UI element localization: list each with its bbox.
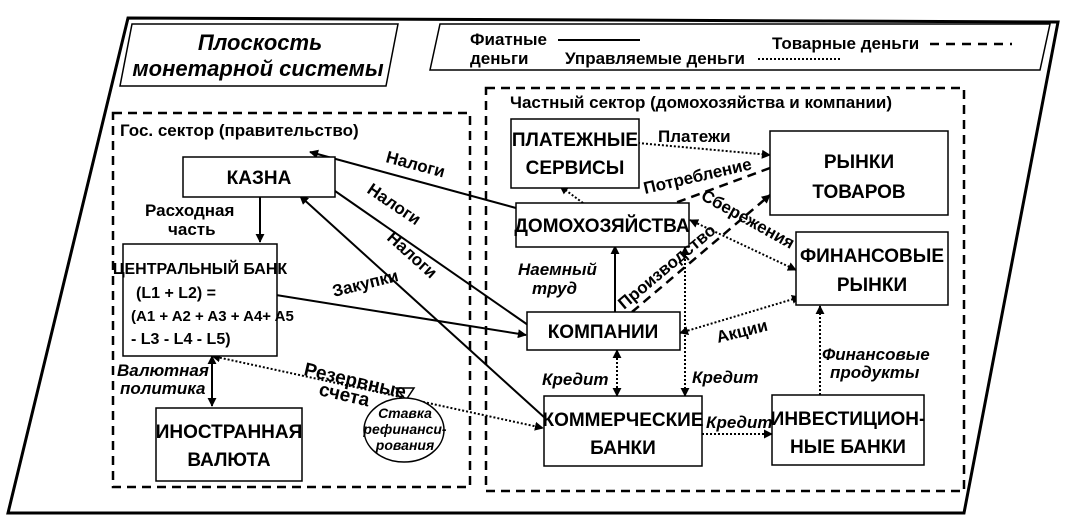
label-taxes-2: Налоги bbox=[364, 180, 425, 229]
label-payments: Платежи bbox=[658, 127, 731, 146]
edge-purchases-central-bank-companies bbox=[275, 294, 527, 339]
edge-savings bbox=[689, 219, 797, 271]
node-households[interactable] bbox=[515, 202, 690, 248]
label-consumption: Потребление bbox=[642, 155, 754, 198]
label-purchases: Закупки bbox=[330, 266, 400, 301]
legend-fiat-line-1: Фиатные bbox=[470, 30, 547, 49]
node-treasury-label: КАЗНА bbox=[227, 168, 292, 189]
refinancing-rate-line-3: рования bbox=[375, 437, 434, 453]
formula-line-2: (A1 + A2 + A3 + A4+ A5 bbox=[131, 308, 294, 325]
label-expenditure-line-1: Расходная bbox=[145, 201, 234, 220]
label-wage-labor-line-1: Наемный bbox=[518, 260, 598, 279]
label-currency-policy-line-1: Валютная bbox=[117, 361, 209, 380]
government-sector-label: Гос. сектор (правительство) bbox=[120, 121, 359, 140]
node-central-bank[interactable] bbox=[122, 243, 278, 357]
node-goods-markets[interactable] bbox=[769, 130, 949, 216]
private-sector-box bbox=[484, 86, 966, 493]
edge-production bbox=[631, 194, 771, 313]
legend-managed-label: Управляемые деньги bbox=[565, 49, 745, 68]
node-commercial-banks[interactable] bbox=[543, 395, 703, 467]
node-financial-markets-line-1: ФИНАНСОВЫЕ bbox=[800, 246, 944, 267]
plane-title-line-2: монетарной системы bbox=[132, 56, 383, 81]
label-taxes-1: Налоги bbox=[384, 148, 447, 182]
node-central-bank-label: ЦЕНТРАЛЬНЫЙ БАНК bbox=[113, 259, 288, 278]
legend-fiat-line-2: деньги bbox=[470, 49, 529, 68]
edge-reserve-accounts bbox=[211, 353, 544, 431]
node-goods-markets-line-1: РЫНКИ bbox=[824, 152, 894, 173]
label-financial-products-line-2: продукты bbox=[830, 363, 920, 382]
legend-box bbox=[429, 23, 1051, 71]
node-foreign-currency-line-2: ВАЛЮТА bbox=[187, 450, 271, 471]
refinancing-rate-line-1: Ставка bbox=[378, 405, 432, 421]
plane-title-line-1: Плоскость bbox=[198, 30, 322, 55]
node-payment-services[interactable] bbox=[510, 118, 640, 189]
node-investment-banks-line-2: НЫЕ БАНКИ bbox=[790, 437, 906, 458]
refinancing-rate-pointer bbox=[394, 387, 416, 402]
node-companies[interactable] bbox=[526, 311, 681, 351]
refinancing-rate-line-2: рефинанси- bbox=[362, 421, 446, 437]
formula-line-1: (L1 + L2) = bbox=[136, 285, 216, 302]
node-payment-services-line-2: СЕРВИСЫ bbox=[526, 158, 625, 179]
monetary-plane bbox=[6, 16, 1060, 515]
edge-shares bbox=[679, 295, 801, 335]
government-sector-box bbox=[111, 111, 472, 489]
label-currency-policy-line-2: политика bbox=[120, 379, 206, 398]
node-goods-markets-line-2: ТОВАРОВ bbox=[812, 182, 905, 203]
node-treasury[interactable] bbox=[182, 156, 336, 198]
label-credit-3: Кредит bbox=[706, 413, 773, 432]
label-financial-products-line-1: Финансовые bbox=[822, 345, 930, 364]
node-investment-banks-line-1: ИНВЕСТИЦИОН- bbox=[771, 409, 926, 430]
node-commercial-banks-line-2: БАНКИ bbox=[590, 438, 656, 459]
edge-taxes-households-treasury bbox=[309, 149, 517, 209]
node-financial-markets[interactable] bbox=[795, 231, 949, 306]
edge-consumption bbox=[655, 166, 771, 212]
node-foreign-currency-line-1: ИНОСТРАННАЯ bbox=[156, 422, 303, 443]
node-payment-services-line-1: ПЛАТЕЖНЫЕ bbox=[512, 130, 638, 151]
private-sector-label: Частный сектор (домохозяйства и компании… bbox=[510, 93, 892, 112]
label-wage-labor-line-2: труд bbox=[532, 279, 577, 298]
label-expenditure-line-2: часть bbox=[168, 220, 216, 239]
node-refinancing-rate[interactable] bbox=[363, 397, 445, 463]
plane-title-box bbox=[119, 23, 399, 87]
node-companies-label: КОМПАНИИ bbox=[548, 322, 659, 343]
node-foreign-currency[interactable] bbox=[155, 407, 303, 482]
node-investment-banks[interactable] bbox=[771, 394, 925, 466]
node-financial-markets-line-2: РЫНКИ bbox=[837, 275, 907, 296]
node-commercial-banks-line-1: КОММЕРЧЕСКИЕ bbox=[542, 410, 703, 431]
edge-taxes-companies-treasury bbox=[311, 174, 529, 326]
legend-commodity-label: Товарные деньги bbox=[772, 34, 919, 53]
label-credit-1: Кредит bbox=[542, 370, 609, 389]
formula-line-3: - L3 - L4 - L5) bbox=[131, 331, 231, 348]
node-households-label: ДОМОХОЗЯЙСТВА bbox=[514, 215, 690, 237]
edge-households-payment-services bbox=[559, 185, 584, 204]
label-credit-2: Кредит bbox=[692, 368, 759, 387]
